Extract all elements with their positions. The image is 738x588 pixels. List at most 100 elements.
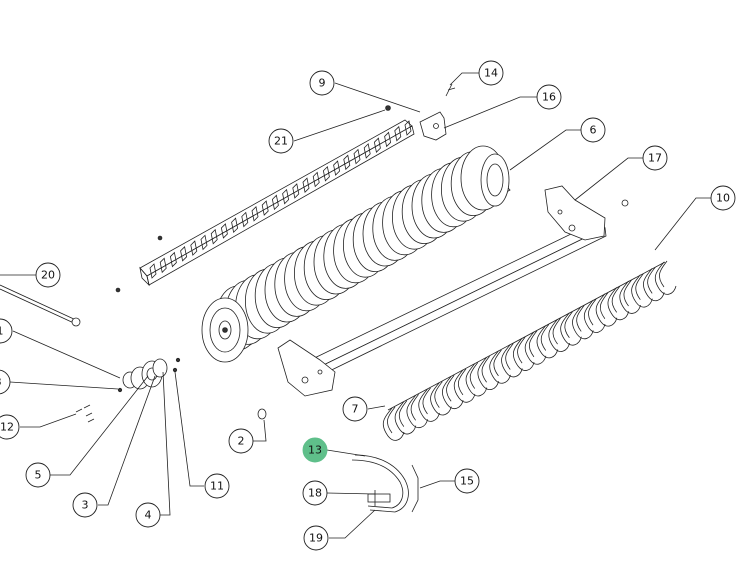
end-bracket [419,111,447,141]
spring-tine [643,267,665,302]
callout-number: 19 [309,532,323,545]
callout-16: 16 [536,84,562,110]
spring-tine [418,387,440,422]
bolt [385,105,391,111]
spring-tine [619,279,641,314]
spring-tine [382,406,405,441]
callout-3: 3 [72,492,98,518]
tine-tooth [302,177,310,194]
callout-20: 20 [35,262,61,288]
tine-tooth [159,257,167,274]
callout-circle [204,473,230,499]
callout-number: 2 [238,435,245,448]
tine-tooth [292,183,300,199]
tine-tooth [200,234,208,251]
callout-number: 7 [352,403,359,416]
tine-tooth [261,200,269,216]
leader-lines [0,72,711,539]
spring-tine [512,336,535,371]
spring-tine [631,273,653,308]
callout-18: 18 [302,480,328,506]
callout-1: 1 [0,318,13,344]
callout-circle [268,128,294,154]
callout-number: 4 [145,509,152,522]
callout-number: 5 [35,469,42,482]
callout-circle [309,70,335,96]
upper-tine-bar [115,119,415,293]
clip [257,408,267,420]
callout-21: 21 [268,128,294,154]
callout-number: 14 [484,67,498,80]
tine-tooth [251,205,259,222]
callout-number: 15 [460,475,474,488]
callout-number: 21 [274,135,288,148]
callout-14: 14 [478,60,504,86]
tine-tooth [241,211,249,228]
spring-tine [583,298,606,333]
bearing-assembly [75,357,181,423]
spring-tine [560,311,582,346]
tine-bar-teeth [149,120,412,279]
spring-tine [489,349,511,384]
callout-circle [302,437,328,463]
spring-tine [406,394,429,429]
callout-circle [478,60,504,86]
tine-tooth [394,125,402,142]
callout-circle [0,369,11,395]
tine-tooth [282,188,290,205]
callout-8: 8 [0,369,11,395]
single-spring-tine [351,454,409,513]
spring-tine [572,305,594,340]
tine-tooth [210,228,218,245]
callout-13: 13 [302,437,328,463]
callout-circle [342,396,368,422]
callout-circle [228,428,254,454]
spring-tine [524,330,547,365]
callout-circle [0,414,20,440]
tine-tooth [180,246,188,262]
tine-tooth [149,263,157,279]
tine-tooth [363,143,371,159]
callout-number: 9 [319,77,326,90]
callout-10: 10 [710,185,736,211]
callout-circle [710,185,736,211]
spring-tine [595,292,618,327]
pin [445,83,456,97]
spiral-roller [201,145,511,363]
tine-tooth [333,160,341,176]
callout-number: 8 [0,376,2,389]
callout-circle [135,502,161,528]
callout-circle [0,318,13,344]
tine-tooth [312,171,320,188]
tine-tooth [373,137,381,153]
callout-circle [35,262,61,288]
callout-circle [642,145,668,171]
spring-tine [501,343,523,378]
callout-number: 20 [41,269,55,282]
callout-circle [536,84,562,110]
tine-tooth [384,131,392,148]
callout-4: 4 [135,502,161,528]
callout-group: 123456789101112131415161718192021 [0,60,736,551]
roller-coils [215,145,506,351]
spring-tine [430,381,452,416]
tine-tooth [220,223,228,239]
callout-number: 1 [0,325,4,338]
callout-circle [72,492,98,518]
tine-tooth [190,240,198,256]
spring-tine [465,362,488,397]
callout-number: 12 [0,421,14,434]
spring-tine [394,400,417,435]
callout-5: 5 [25,462,51,488]
callout-15: 15 [454,468,480,494]
tine-tooth [353,148,361,165]
tine-tooth [271,194,279,211]
callout-number: 6 [590,124,597,137]
callout-number: 16 [542,91,556,104]
shaft [0,284,81,327]
spring-tine [453,368,476,403]
spring-tine [654,260,677,295]
tine-tooth [343,154,351,171]
callout-number: 13 [308,444,322,457]
